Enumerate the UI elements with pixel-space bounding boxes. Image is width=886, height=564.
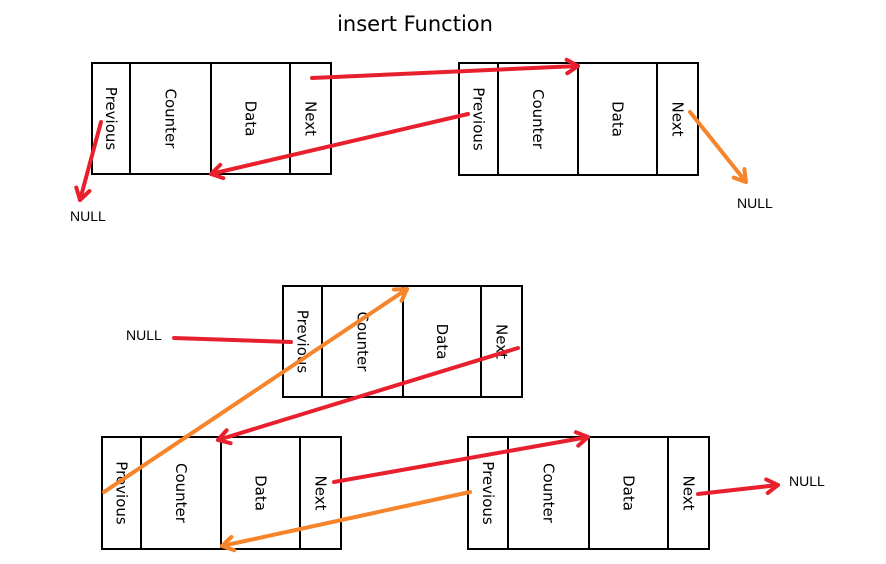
diagram-title: insert Function xyxy=(337,12,493,36)
arrow-prev-top-right-to-left xyxy=(209,112,470,181)
node-bottom-left: Previous Counter Data Next xyxy=(101,436,342,550)
counter-cell: Counter xyxy=(140,436,222,550)
previous-label: Previous xyxy=(479,461,497,525)
arrow-next-top-left-to-right xyxy=(310,57,580,80)
counter-label: Counter xyxy=(162,89,180,150)
counter-cell: Counter xyxy=(129,62,212,175)
next-cell: Next xyxy=(299,436,342,550)
arrow-next-top-right-to-null xyxy=(688,110,748,184)
line-null-to-middle-prev xyxy=(172,336,293,344)
counter-cell: Counter xyxy=(507,436,590,550)
data-cell: Data xyxy=(588,436,669,550)
arrow-prev-bottom-left-to-middle xyxy=(102,287,409,494)
previous-label: Previous xyxy=(102,87,120,151)
next-label: Next xyxy=(312,476,330,511)
next-cell: Next xyxy=(289,62,332,175)
null-label-middle: NULL xyxy=(126,327,162,343)
data-label: Data xyxy=(242,101,260,137)
data-label: Data xyxy=(609,101,627,137)
counter-label: Counter xyxy=(540,463,558,524)
previous-label: Previous xyxy=(470,87,488,151)
arrow-prev-top-left-to-null xyxy=(74,120,103,202)
null-label-top-left: NULL xyxy=(70,208,106,224)
arrow-next-bottom-right-to-null xyxy=(696,477,780,496)
arrow-next-middle-to-bottom-left xyxy=(216,346,520,446)
previous-cell: Previous xyxy=(101,436,142,550)
data-label: Data xyxy=(620,475,638,511)
next-label: Next xyxy=(302,101,320,136)
next-cell: Next xyxy=(480,285,523,398)
data-cell: Data xyxy=(577,62,658,176)
next-label: Next xyxy=(669,102,687,137)
previous-cell: Previous xyxy=(91,62,131,175)
null-label-top-right: NULL xyxy=(737,195,773,211)
data-label: Data xyxy=(433,324,451,360)
arrow-prev-bottom-right-to-left xyxy=(220,490,472,553)
counter-label: Counter xyxy=(172,463,190,524)
data-cell: Data xyxy=(210,62,291,175)
counter-cell: Counter xyxy=(497,62,579,176)
node-top-right: Previous Counter Data Next xyxy=(458,62,699,176)
next-label: Next xyxy=(680,476,698,511)
previous-cell: Previous xyxy=(458,62,499,176)
arrow-next-bottom-left-to-right xyxy=(332,430,590,484)
next-cell: Next xyxy=(656,62,699,176)
data-label: Data xyxy=(252,475,270,511)
counter-cell: Counter xyxy=(321,285,404,398)
previous-label: Previous xyxy=(113,461,131,525)
counter-label: Counter xyxy=(354,312,372,373)
counter-label: Counter xyxy=(529,89,547,150)
null-label-bottom-right: NULL xyxy=(789,473,825,489)
node-top-left: Previous Counter Data Next xyxy=(91,62,332,175)
